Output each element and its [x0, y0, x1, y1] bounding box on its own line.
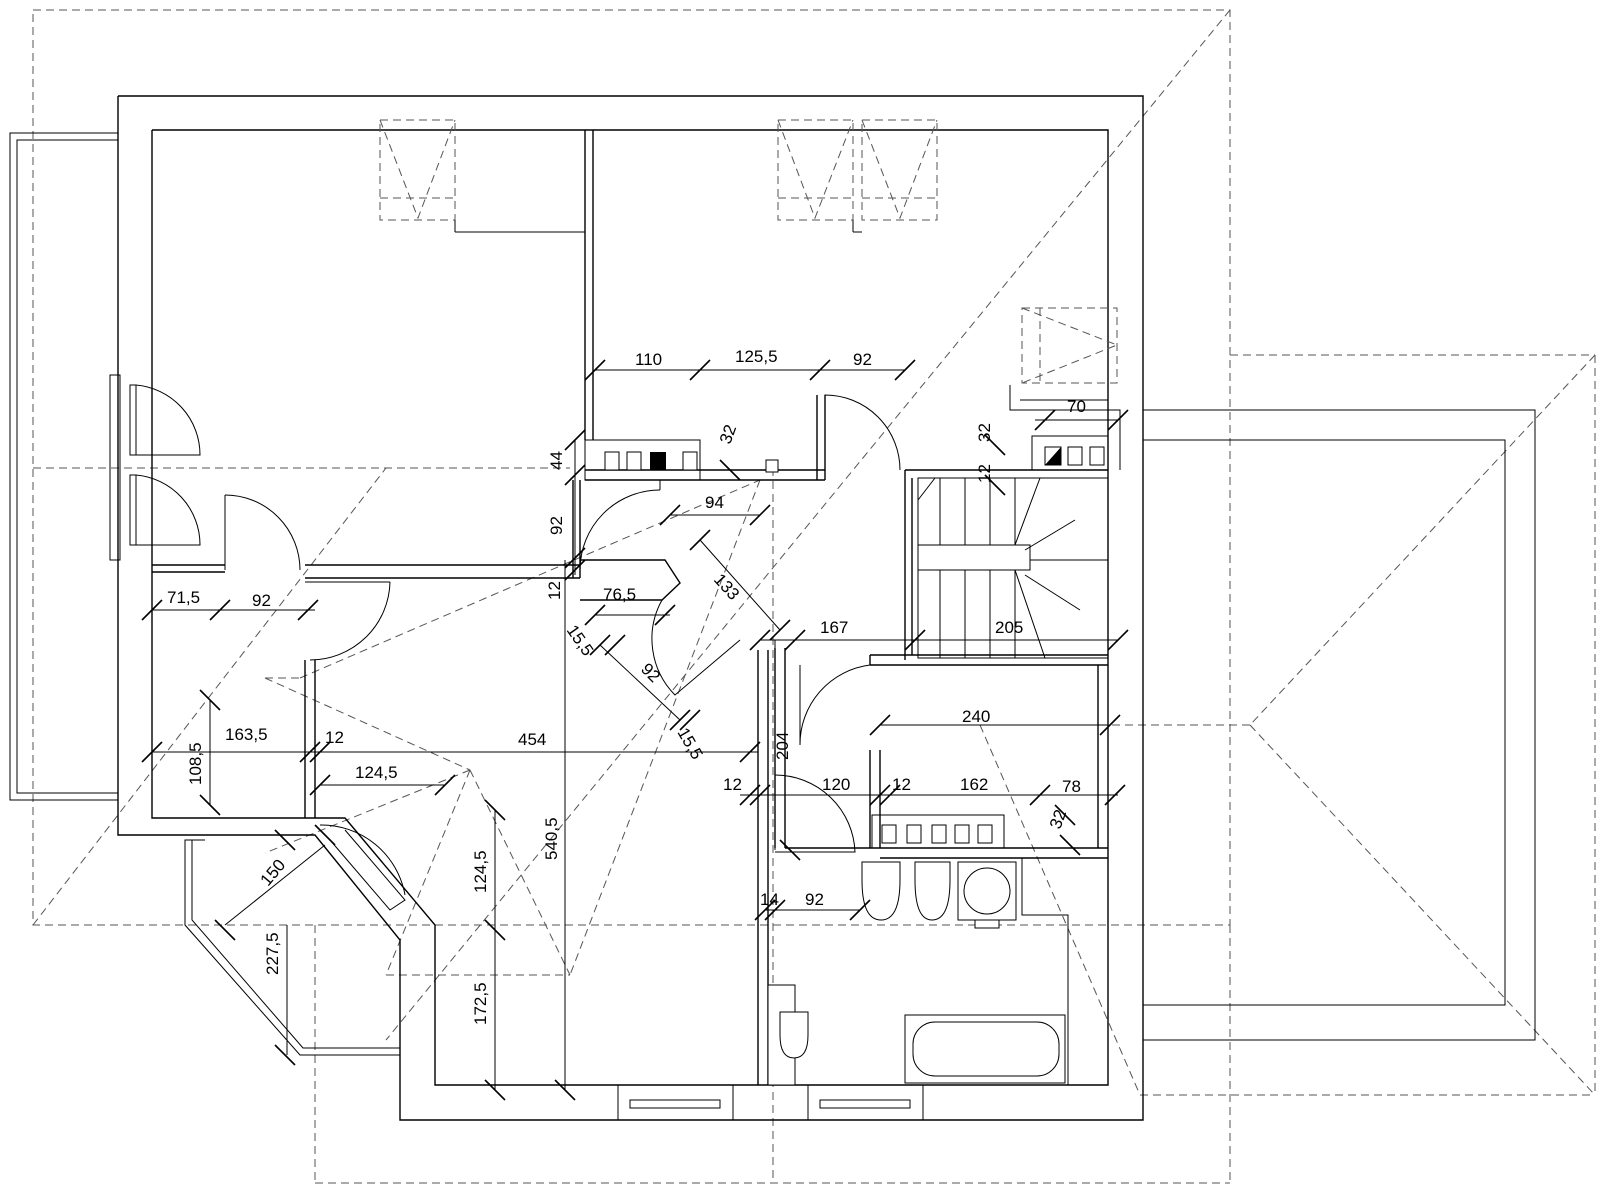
dim-110: 110: [635, 350, 662, 369]
dim-15-5-lower: 15,5: [674, 725, 707, 763]
dim-92-top: 92: [853, 350, 872, 369]
dim-92-left: 92: [252, 591, 271, 610]
dim-12-wall: 12: [325, 728, 344, 747]
dim-172-5: 172,5: [471, 982, 490, 1025]
bottom-windows: [617, 1084, 924, 1121]
dim-240: 240: [962, 707, 990, 726]
exterior-walls: [117, 95, 1144, 1121]
bay-window: [184, 839, 400, 1056]
dim-12-stair: 12: [975, 464, 994, 483]
dim-163-5: 163,5: [225, 725, 268, 744]
roof-outline: [32, 9, 1596, 1184]
dim-12-hall: 12: [545, 581, 564, 600]
dim-12-bath: 12: [892, 775, 911, 794]
dim-92-bath: 92: [805, 890, 824, 909]
dim-94: 94: [705, 493, 724, 512]
dim-133: 133: [710, 570, 743, 604]
dim-12-corridor: 12: [723, 775, 742, 794]
dim-124-5-horiz: 124,5: [355, 763, 398, 782]
dim-204: 204: [773, 732, 792, 760]
dimension-lines: [141, 359, 1129, 1101]
dim-108-5: 108,5: [186, 742, 205, 785]
balcony-left: [9, 132, 118, 801]
dim-32-right: 32: [975, 423, 994, 442]
dim-92-diag: 92: [637, 659, 664, 686]
dim-78: 78: [1062, 777, 1081, 796]
dim-150: 150: [257, 856, 290, 890]
dim-124-5-vert: 124,5: [471, 850, 490, 893]
bathroom-fixtures: [767, 858, 1069, 1086]
garage-wing: [1143, 409, 1536, 1041]
dim-32-bath: 32: [1046, 807, 1070, 831]
doors: [109, 374, 901, 911]
dim-70: 70: [1067, 397, 1086, 416]
dim-227-5: 227,5: [263, 932, 282, 975]
dim-14: 14: [760, 890, 779, 909]
dim-32-chimney: 32: [716, 422, 740, 446]
dim-540-5: 540,5: [542, 817, 561, 860]
dim-44: 44: [547, 451, 566, 470]
dim-76-5: 76,5: [603, 585, 636, 604]
skylights: [379, 119, 1119, 384]
dim-71-5: 71,5: [167, 588, 200, 607]
dim-454: 454: [518, 730, 546, 749]
dim-167: 167: [820, 618, 848, 637]
interior-walls: [152, 130, 1121, 1085]
chimney-flues: [604, 435, 1109, 849]
staircase: [917, 477, 1109, 659]
dim-92-vert: 92: [547, 516, 566, 535]
dim-205: 205: [995, 618, 1023, 637]
dim-120: 120: [822, 775, 850, 794]
dim-162: 162: [960, 775, 988, 794]
dim-125-5: 125,5: [735, 347, 778, 366]
